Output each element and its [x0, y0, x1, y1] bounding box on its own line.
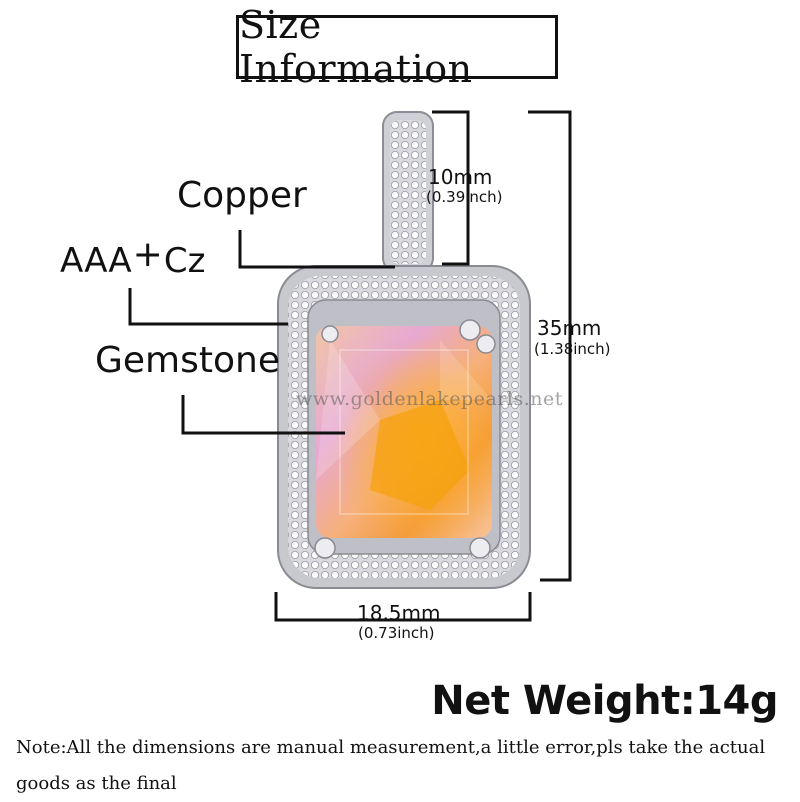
copper-leader-line	[238, 230, 395, 269]
width-size-inch: (0.73inch)	[358, 624, 435, 642]
dimension-brackets	[274, 110, 572, 622]
copper-label: Copper	[177, 175, 307, 216]
prongs	[314, 319, 496, 559]
gemstone-label: Gemstone	[95, 340, 280, 381]
height-size-mm: 35mm	[537, 316, 602, 340]
height-size-inch: (1.38inch)	[534, 340, 611, 358]
width-size-mm: 18.5mm	[357, 601, 441, 625]
cz-plus: +	[132, 234, 163, 275]
bail-size-inch: (0.39inch)	[426, 188, 503, 206]
aaa-cz-label: AAA+Cz	[60, 234, 206, 281]
bail-width-bracket	[432, 110, 470, 266]
measurement-note: Note:All the dimensions are manual measu…	[16, 737, 766, 794]
cz-prefix: AAA	[60, 241, 132, 281]
gemstone-leader-line	[181, 395, 345, 435]
cz-suffix: Cz	[163, 241, 206, 281]
cz-leader-line	[128, 288, 288, 326]
height-bracket	[528, 110, 572, 582]
gemstone-stone	[316, 326, 492, 538]
width-bracket	[274, 592, 532, 622]
net-weight: Net Weight:14g	[431, 678, 778, 724]
watermark-text: www.goldenlakepearls.net	[296, 388, 563, 410]
bail-size-mm: 10mm	[428, 165, 493, 189]
leader-lines	[128, 230, 395, 435]
